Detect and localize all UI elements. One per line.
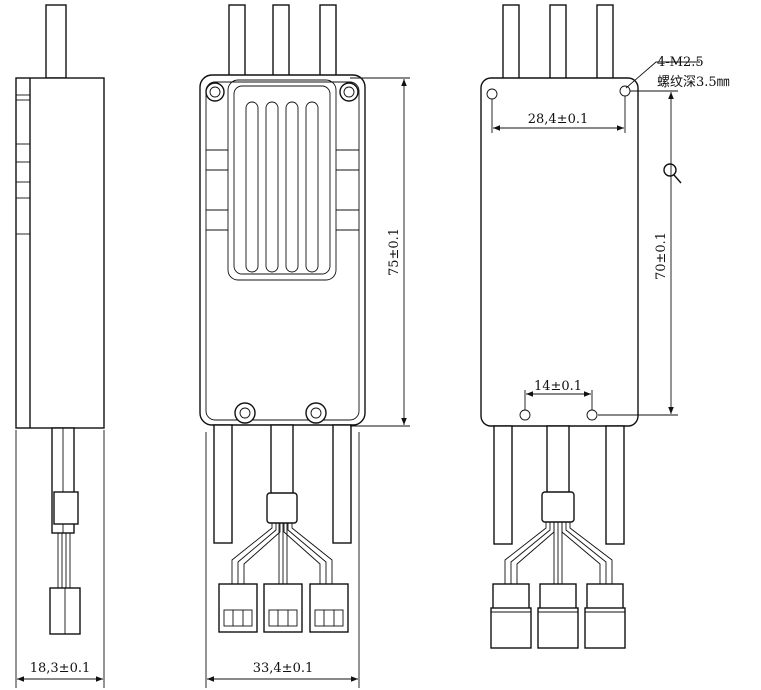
- back-bottom-wire-left: [493, 425, 513, 545]
- back-connector-3: [584, 583, 626, 649]
- back-body: [480, 77, 639, 427]
- side-width-label: 18,3±0.1: [30, 661, 91, 676]
- side-cable-sleeve: [53, 491, 79, 525]
- front-heatsink: [227, 79, 337, 281]
- magnifier-icon: [663, 163, 682, 184]
- front-screw-bottom-right: [305, 402, 327, 424]
- back-cable-sleeve: [541, 491, 575, 523]
- hole-spec-note: 4-M2.5: [657, 55, 704, 70]
- front-top-wire-3: [319, 4, 337, 81]
- side-view: 18,3±0.1: [15, 4, 105, 688]
- front-view: 75±0.1 33,4±0.1: [199, 4, 410, 688]
- thread-depth-note: 螺纹深3.5㎜: [657, 75, 730, 90]
- back-top-wire-1: [502, 4, 520, 81]
- front-fanout-wires: [231, 523, 333, 584]
- front-connector-2: [263, 583, 303, 633]
- side-body: [15, 77, 105, 429]
- back-fanout-wires: [504, 522, 613, 584]
- back-view: 28,4±0.1 14±0.1 4-M2.5 螺纹深3.5㎜ 70±0.1: [480, 4, 730, 649]
- front-height-label: 75±0.1: [387, 228, 402, 276]
- back-top-wire-3: [596, 4, 614, 81]
- front-cable-sleeve: [266, 492, 298, 524]
- front-bottom-wire-left: [213, 424, 233, 544]
- back-height-label: 70±0.1: [654, 232, 669, 280]
- back-top-wire-2: [549, 4, 567, 81]
- front-screw-top-right: [339, 82, 359, 102]
- back-center-cable: [546, 425, 570, 497]
- front-connector-1: [218, 583, 258, 633]
- front-heatsink-fins: [245, 101, 319, 273]
- back-bottom-wire-right: [605, 425, 625, 545]
- front-center-cable: [270, 424, 294, 496]
- front-top-wire-1: [228, 4, 246, 81]
- back-bottom-spacing-label: 14±0.1: [534, 379, 582, 394]
- back-connector-1: [490, 583, 532, 649]
- back-connector-2: [537, 583, 579, 649]
- front-screw-bottom-left: [234, 402, 256, 424]
- front-connector-3: [309, 583, 349, 633]
- front-top-wire-2: [272, 4, 290, 81]
- front-screw-top-left: [205, 82, 225, 102]
- side-top-wire: [45, 4, 67, 79]
- front-width-label: 33,4±0.1: [253, 661, 314, 676]
- back-hole-leader: [625, 61, 700, 89]
- front-body: [199, 74, 366, 426]
- front-bottom-wire-right: [332, 424, 352, 544]
- back-top-spacing-label: 28,4±0.1: [528, 112, 589, 127]
